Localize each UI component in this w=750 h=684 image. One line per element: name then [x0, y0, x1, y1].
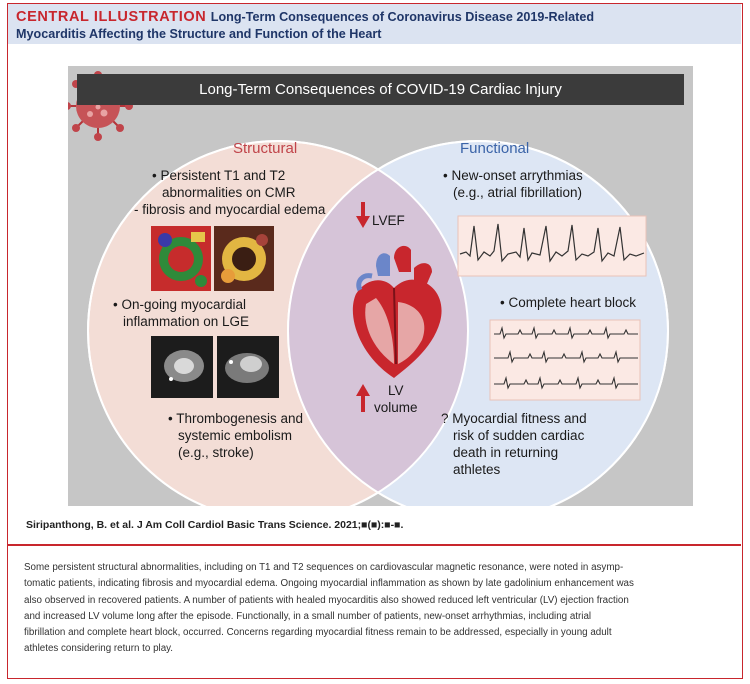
- figure-caption: Some persistent structural abnormalities…: [24, 560, 730, 658]
- figure-panel: Long-Term Consequences of COVID-19 Cardi…: [68, 66, 693, 506]
- structural-item-2-line-1: • On-going myocardial: [113, 297, 247, 312]
- caption-line: tomatic patients, indicating fibrosis an…: [24, 578, 634, 590]
- heart-illustration: [352, 245, 442, 378]
- citation: Siripanthong, B. et al. J Am Coll Cardio…: [26, 519, 404, 531]
- caption-line: also observed in recovered patients. A n…: [24, 594, 629, 606]
- ecg-complete-heart-block: [489, 319, 641, 401]
- cmr-t2-image: [214, 226, 274, 291]
- functional-item-2: • Complete heart block: [500, 295, 637, 310]
- structural-item-2-line-2: inflammation on LGE: [123, 314, 250, 329]
- venn-diagram: [68, 71, 669, 506]
- caption-line: athletes considering return to play.: [24, 643, 174, 655]
- structural-item-3-line-3: (e.g., stroke): [178, 445, 254, 460]
- lv-volume-label: LV volume: [374, 382, 418, 416]
- title-line-2: Myocarditis Affecting the Structure and …: [16, 27, 382, 41]
- overlap-region: [288, 141, 468, 506]
- title-line-1: Long-Term Consequences of Coronavirus Di…: [210, 10, 595, 24]
- structural-item-3-line-2: systemic embolism: [178, 428, 293, 443]
- functional-item-1: • New-onset arrythmias (e.g., atrial fib…: [443, 167, 663, 201]
- structural-item-1-line-3: - fibrosis and myocardial edema: [134, 202, 326, 217]
- functional-item-3: ? Myocardial fitness and risk of sudden …: [441, 410, 641, 478]
- functional-item-3-line-1: ? Myocardial fitness and: [441, 411, 587, 426]
- lv-volume-line-2: volume: [374, 400, 418, 415]
- caption-line: and increased LV volume long after the e…: [24, 610, 592, 622]
- increase-arrow: [356, 384, 370, 412]
- functional-item-3-line-4: athletes: [453, 462, 501, 477]
- functional-heading: Functional: [460, 140, 530, 157]
- lge-image-1: [151, 336, 213, 398]
- structural-item-2: • On-going myocardial inflammation on LG…: [113, 296, 303, 330]
- structural-item-3-line-1: • Thrombogenesis and: [168, 411, 304, 426]
- lv-volume-line-1: LV: [388, 383, 404, 398]
- central-illustration-label: CENTRAL ILLUSTRATION: [16, 9, 207, 25]
- structural-item-1: • Persistent T1 and T2 abnormalities on …: [152, 167, 352, 201]
- caption-line: Some persistent structural abnormalities…: [24, 562, 624, 573]
- decrease-arrow: [356, 202, 370, 228]
- lge-image-2: [217, 336, 279, 398]
- figure-banner-title: Long-Term Consequences of COVID-19 Cardi…: [77, 74, 684, 105]
- ecg-atrial-fibrillation: [457, 215, 647, 277]
- structural-item-3: • Thrombogenesis and systemic embolism (…: [168, 410, 368, 461]
- functional-item-1-line-2: (e.g., atrial fibrillation): [453, 185, 583, 200]
- structural-item-1-line-1: • Persistent T1 and T2: [152, 168, 286, 183]
- structural-item-1-line-2: abnormalities on CMR: [162, 185, 296, 200]
- functional-item-1-line-1: • New-onset arrythmias: [443, 168, 583, 183]
- structural-heading: Structural: [233, 140, 298, 157]
- caption-line: fibrillation and complete heart block, o…: [24, 627, 612, 639]
- lvef-label: LVEF: [372, 213, 405, 228]
- illustration-header: CENTRAL ILLUSTRATION Long-Term Consequen…: [8, 4, 741, 44]
- functional-item-3-line-3: death in returning: [453, 445, 559, 460]
- central-illustration-frame: CENTRAL ILLUSTRATION Long-Term Consequen…: [7, 3, 743, 679]
- divider: [8, 544, 741, 546]
- cmr-t1-image: [151, 226, 211, 291]
- functional-item-3-line-2: risk of sudden cardiac: [453, 428, 585, 443]
